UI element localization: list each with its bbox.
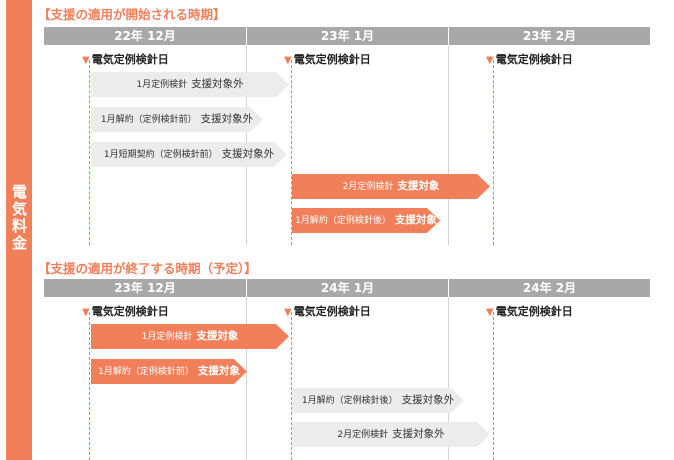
arrow-status-text: 支援対象: [197, 365, 240, 377]
meter-reading-dashed-line: [493, 312, 494, 460]
header-separator: [448, 27, 449, 45]
arrow-left-text: 1月解約（定例検針後）: [295, 216, 391, 226]
triangle-down-icon: ▼: [82, 307, 90, 318]
meter-reading-marker: ▼電気定例検針日: [486, 303, 573, 319]
month-header-cell: 22年 12月: [114, 29, 176, 43]
marker-label: 電気定例検針日: [91, 53, 169, 66]
period-arrow: 2月定例検針支援対象: [292, 174, 490, 199]
marker-label: 電気定例検針日: [495, 53, 573, 66]
arrow-left-text: 2月定例検針: [342, 182, 394, 192]
marker-label: 電気定例検針日: [91, 305, 169, 318]
month-header-bar: 22年 12月 23年 1月 23年 2月: [44, 27, 650, 45]
triangle-down-icon: ▼: [486, 55, 494, 66]
month-header-cell: 23年 2月: [522, 29, 577, 43]
meter-reading-dashed-line: [89, 312, 90, 460]
period-arrow: 2月定例検針支援対象外: [292, 422, 490, 447]
meter-reading-marker: ▼電気定例検針日: [284, 51, 371, 67]
column-divider: [448, 45, 449, 245]
arrow-status-text: 支援対象: [397, 180, 440, 192]
triangle-down-icon: ▼: [486, 307, 494, 318]
arrow-status-text: 支援対象外: [191, 78, 244, 90]
arrow-left-text: 1月定例検針: [136, 80, 188, 90]
marker-label: 電気定例検針日: [293, 305, 371, 318]
column-divider: [448, 297, 449, 460]
meter-reading-marker: ▼電気定例検針日: [284, 303, 371, 319]
arrow-status-text: 支援対象: [394, 214, 437, 226]
triangle-down-icon: ▼: [284, 55, 292, 66]
period-arrow: 1月短期契約（定例検針前）支援対象外: [91, 142, 287, 167]
arrow-left-text: 1月解約（定例検針前）: [100, 115, 197, 125]
period-arrow: 1月解約（定例検針後）支援対象: [292, 208, 440, 233]
month-header-cell: 24年 2月: [522, 281, 577, 295]
marker-label: 電気定例検針日: [293, 53, 371, 66]
column-divider: [246, 297, 247, 460]
triangle-down-icon: ▼: [284, 307, 292, 318]
arrow-left-text: 1月解約（定例検針後）: [301, 396, 398, 406]
arrow-left-text: 2月定例検針: [337, 430, 389, 440]
period-arrow: 1月解約（定例検針後）支援対象外: [292, 388, 464, 413]
meter-reading-marker: ▼電気定例検針日: [486, 51, 573, 67]
arrow-status-text: 支援対象外: [221, 148, 275, 160]
period-arrow: 1月解約（定例検針前）支援対象: [91, 359, 247, 384]
period-arrow: 1月定例検針支援対象: [91, 324, 289, 349]
arrow-status-text: 支援対象: [196, 330, 239, 342]
header-separator: [448, 279, 449, 297]
arrow-status-text: 支援対象外: [392, 428, 445, 440]
arrow-left-text: 1月短期契約（定例検針前）: [103, 150, 218, 160]
arrow-status-text: 支援対象外: [200, 113, 254, 125]
header-separator: [246, 27, 247, 45]
header-separator: [246, 279, 247, 297]
month-header-cell: 23年 12月: [114, 281, 176, 295]
meter-reading-dashed-line: [89, 60, 90, 245]
arrow-left-text: 1月解約（定例検針前）: [98, 367, 194, 377]
meter-reading-marker: ▼電気定例検針日: [82, 303, 169, 319]
meter-reading-dashed-line: [493, 60, 494, 245]
period-arrow: 1月定例検針支援対象外: [91, 72, 289, 97]
arrow-status-text: 支援対象外: [401, 394, 455, 406]
arrow-left-text: 1月定例検針: [141, 332, 193, 342]
month-header-cell: 23年 1月: [320, 29, 375, 43]
triangle-down-icon: ▼: [82, 55, 90, 66]
side-label: 電気料金: [6, 184, 32, 260]
side-band: [6, 0, 32, 460]
marker-label: 電気定例検針日: [495, 305, 573, 318]
meter-reading-dashed-line: [291, 312, 292, 460]
meter-reading-dashed-line: [291, 60, 292, 245]
period-arrow: 1月解約（定例検針前）支援対象外: [91, 107, 263, 132]
month-header-cell: 24年 1月: [320, 281, 375, 295]
section-title-start: 【支援の適用が開始される時期】: [38, 7, 226, 22]
side-label-text: 電気料金: [10, 184, 28, 252]
section-title-end: 【支援の適用が終了する時期（予定）】: [38, 261, 257, 276]
month-header-bar: 23年 12月 24年 1月 24年 2月: [44, 279, 650, 297]
meter-reading-marker: ▼電気定例検針日: [82, 51, 169, 67]
